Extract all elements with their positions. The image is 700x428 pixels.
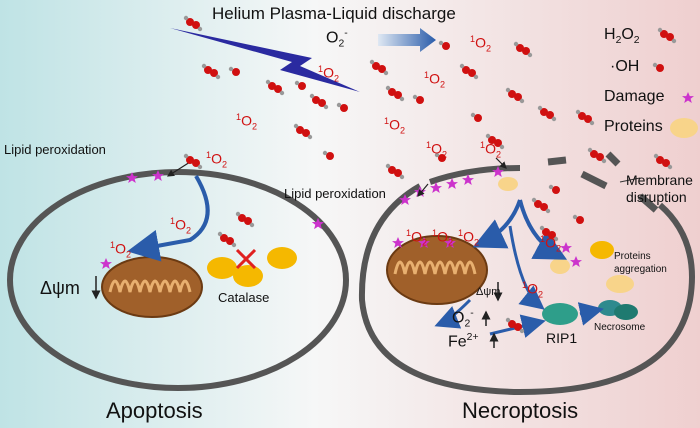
- membrane-fragment: [547, 156, 567, 166]
- legend-damage-label: Damage: [604, 88, 665, 105]
- membrane-fragment: [580, 170, 608, 190]
- necrosome-blob: [614, 304, 638, 320]
- rip1-blob: [542, 303, 578, 325]
- right-cell-membrane: [358, 183, 695, 396]
- catalase-blob: [207, 257, 237, 279]
- membrane-label-line: [619, 177, 641, 183]
- apoptosis-label: Apoptosis: [106, 398, 203, 423]
- legend-protein-icon: [670, 118, 698, 138]
- membrane-o2-arrow: [495, 157, 507, 169]
- rip1-necrosome-arrow: [577, 302, 604, 326]
- superoxide-label: O2-: [326, 28, 348, 50]
- singlet-oxygen-label: 1O2: [236, 112, 258, 132]
- singlet-oxygen-label: 1O2: [384, 116, 406, 136]
- lipid-arrow-right: [417, 183, 429, 197]
- left-curve-arrow: [127, 174, 210, 262]
- singlet-oxygen-label: 1O2: [424, 70, 446, 90]
- cristae-right: [393, 260, 477, 275]
- singlet-oxygen-label: 1O2: [540, 234, 562, 254]
- singlet-oxygen-label: 1O2: [470, 34, 492, 54]
- singlet-oxygen-label: 1O2: [406, 228, 428, 248]
- right-arrow-to-mito: [472, 199, 522, 249]
- lightning-bolt: [170, 28, 360, 92]
- right-arrow-to-rip1: [508, 225, 545, 310]
- conversion-arrow: [378, 28, 436, 52]
- lipid-peroxidation-left-label: Lipid peroxidation: [4, 142, 106, 157]
- singlet-oxygen-label: 1O2: [170, 216, 192, 236]
- legend-h2o2-label: H2O2: [604, 26, 640, 47]
- legend-proteins-label: Proteins: [604, 118, 663, 135]
- protein-blob: [550, 258, 570, 274]
- legend-oh-label: ·OH: [610, 58, 640, 75]
- membrane-fragment: [637, 193, 659, 213]
- catalase-label: Catalase: [218, 290, 270, 305]
- right-membrane-top: [429, 165, 521, 185]
- singlet-oxygen-label: 1O2: [426, 140, 448, 160]
- protein-blob: [590, 241, 614, 259]
- singlet-oxygen-label: 1O2: [206, 150, 228, 170]
- cross-mark: [235, 248, 257, 270]
- right-arrow-to-proteins: [518, 199, 568, 260]
- cristae-left: [108, 279, 192, 293]
- singlet-oxygen-label: 1O2: [522, 280, 544, 300]
- catalase-blob: [267, 247, 297, 269]
- delta-psi-label: Δψm: [40, 278, 80, 298]
- lipid-arrow-left: [166, 161, 191, 177]
- protein-blob: [498, 177, 518, 191]
- catalase-blob: [233, 265, 263, 287]
- rip1-label: RIP1: [546, 330, 578, 346]
- superoxide-inner-label: O2-: [452, 308, 474, 330]
- necrosome-label: Necrosome: [594, 322, 646, 333]
- iron-label: Fe2+: [448, 332, 479, 351]
- lipid-peroxidation-right-label: Lipid peroxidation: [284, 186, 386, 201]
- left-cell-membrane: [7, 169, 349, 391]
- singlet-oxygen-label: 1O2: [480, 140, 502, 160]
- singlet-oxygen-label: 1O2: [432, 228, 454, 248]
- delta-psi-small-label: Δψm: [476, 286, 501, 298]
- necroptosis-label: Necroptosis: [462, 398, 579, 423]
- singlet-oxygen-label: 1O2: [110, 240, 132, 260]
- diagram-title: Helium Plasma-Liquid discharge: [212, 4, 456, 23]
- singlet-oxygen-label: 1O2: [458, 228, 480, 248]
- singlet-oxygen-label: 1O2: [318, 64, 340, 84]
- protein-aggregate: [606, 275, 634, 293]
- membrane-fragment: [605, 151, 621, 167]
- right-arrow-to-o2: [434, 298, 472, 329]
